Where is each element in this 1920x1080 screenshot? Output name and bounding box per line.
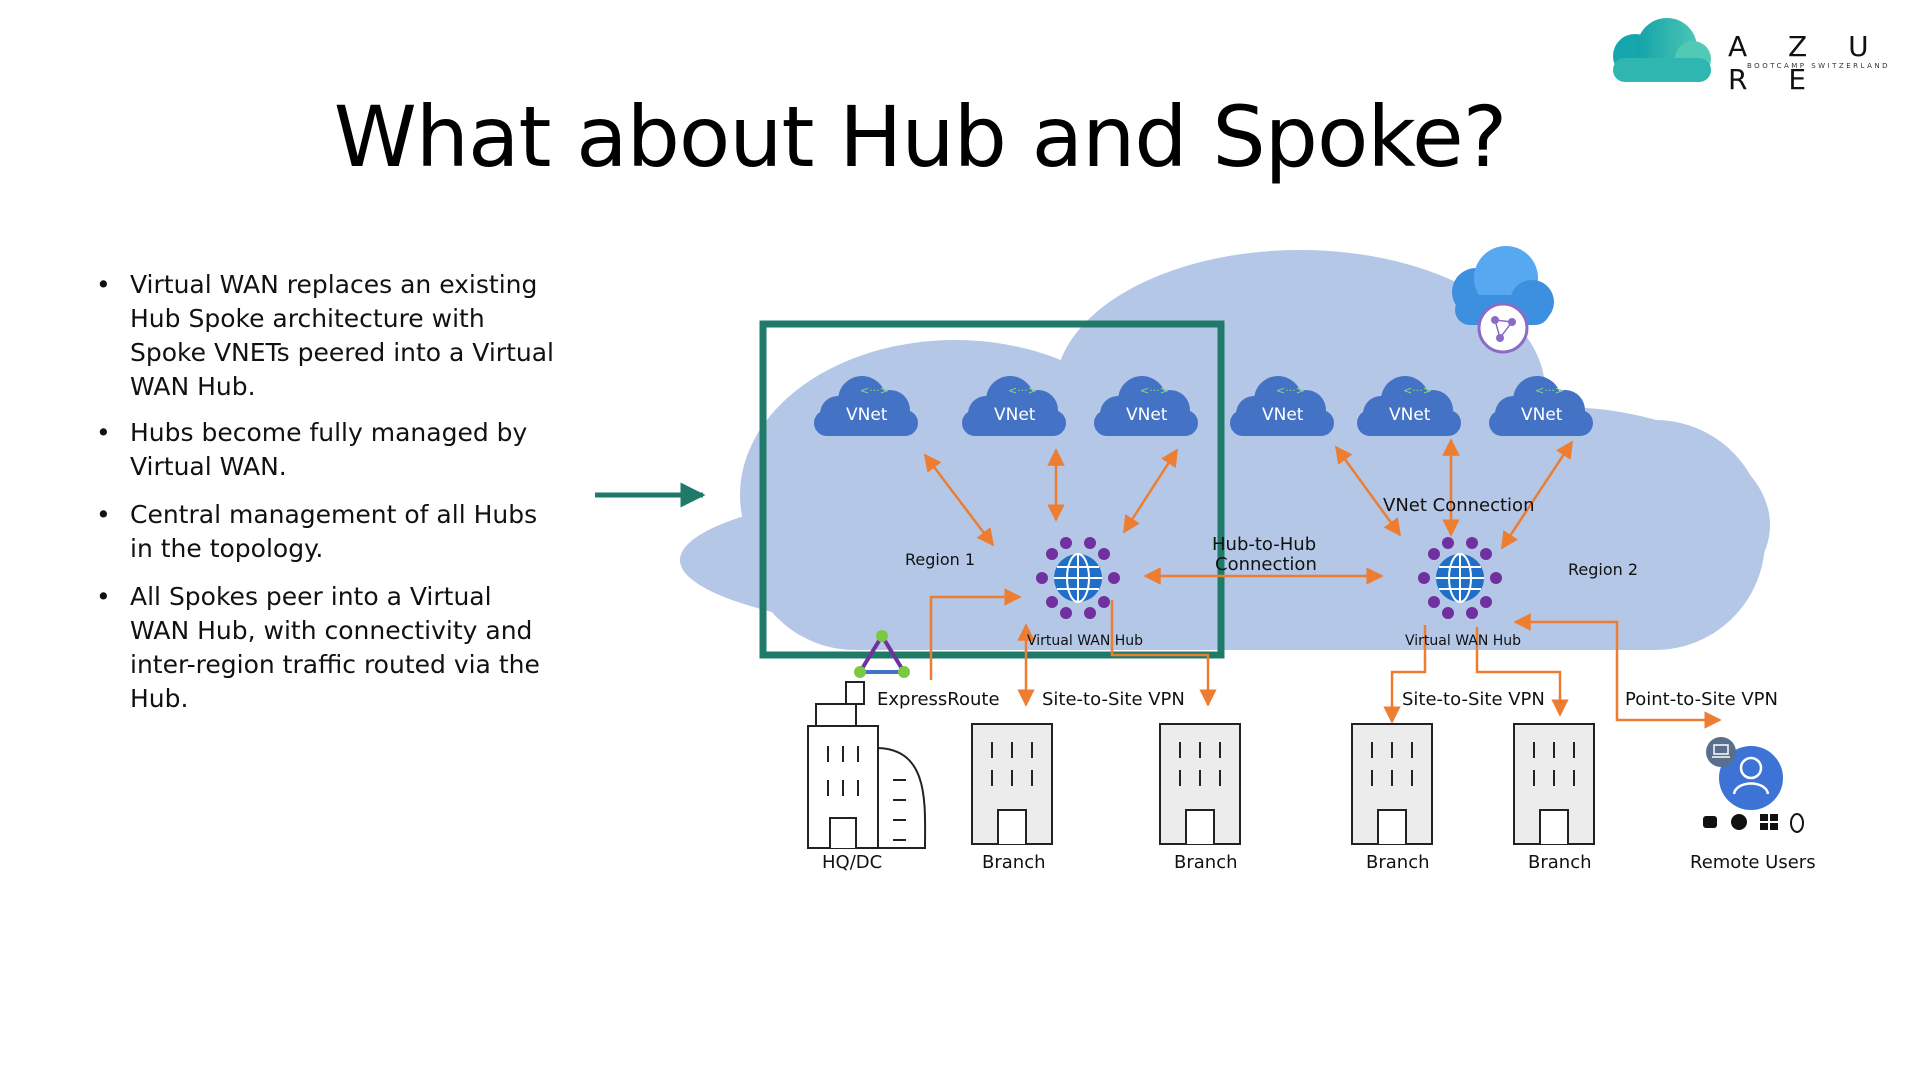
svg-text:VNet: VNet <box>1521 405 1563 425</box>
hq-dc-label: HQ/DC <box>822 852 882 873</box>
hub2-label: Virtual WAN Hub <box>1405 633 1521 649</box>
branch-building-icon <box>1159 723 1241 845</box>
remote-user-icon <box>1706 737 1783 810</box>
azure-cloud-background <box>680 250 1770 650</box>
point-to-site-label: Point-to-Site VPN <box>1625 689 1778 710</box>
android-icon <box>1703 816 1717 828</box>
cloud-logo-icon <box>1613 18 1711 82</box>
apple-icon <box>1731 814 1747 830</box>
branch-building-icon <box>1351 723 1433 845</box>
bullet-item: Central management of all Hubs in the to… <box>96 498 556 566</box>
expressroute-icon <box>854 630 910 678</box>
branch-building-icon <box>971 723 1053 845</box>
hq-dc-building-icon <box>807 681 927 849</box>
branch-label: Branch <box>1174 852 1238 873</box>
slide-title: What about Hub and Spoke? <box>333 88 1508 186</box>
linux-icon <box>1790 813 1804 833</box>
hub-to-hub-label-line2: Connection <box>1215 554 1317 575</box>
azure-bootcamp-logo: A Z U R E BOOTCAMP SWITZERLAND <box>1605 12 1915 96</box>
bullet-item: Hubs become fully managed by Virtual WAN… <box>96 416 556 484</box>
hub-to-hub-label: Hub-to-Hub <box>1212 534 1316 555</box>
bullet-item: All Spokes peer into a Virtual WAN Hub, … <box>96 580 556 716</box>
region2-label: Region 2 <box>1568 560 1638 579</box>
region1-highlight-box <box>759 320 1225 659</box>
vnet-connection-label: VNet Connection <box>1383 495 1534 516</box>
branch-label: Branch <box>1528 852 1592 873</box>
vnet-icon: VNet <box>1094 376 1198 436</box>
remote-users-label: Remote Users <box>1690 852 1816 873</box>
virtual-wan-service-icon <box>1452 246 1554 354</box>
vnet-icon: VNet <box>1357 376 1461 436</box>
logo-wordmark: A Z U R E <box>1728 30 1885 96</box>
windows-icon <box>1760 814 1778 830</box>
logo-subtitle: BOOTCAMP SWITZERLAND <box>1747 62 1890 70</box>
vnet-icon: VNet <box>1489 376 1593 436</box>
svg-text:VNet: VNet <box>1262 405 1304 425</box>
vnet-icon: VNet <box>1230 376 1334 436</box>
region1-label: Region 1 <box>905 550 975 569</box>
svg-text:VNet: VNet <box>1126 405 1168 425</box>
branch-label: Branch <box>982 852 1046 873</box>
branch-building-icon <box>1513 723 1595 845</box>
bullet-item: Virtual WAN replaces an existing Hub Spo… <box>96 268 556 404</box>
svg-text:VNet: VNet <box>1389 405 1431 425</box>
branch-label: Branch <box>1366 852 1430 873</box>
vnet-icon: VNet <box>962 376 1066 436</box>
site-to-site-label: Site-to-Site VPN <box>1042 689 1185 710</box>
site-to-site-label: Site-to-Site VPN <box>1402 689 1545 710</box>
svg-text:VNet: VNet <box>846 405 888 425</box>
connection-arrows <box>923 438 1722 729</box>
os-platform-icons <box>1703 813 1804 833</box>
svg-text:VNet: VNet <box>994 405 1036 425</box>
vnet-icon: VNet <box>814 376 918 436</box>
hub1-label: Virtual WAN Hub <box>1027 633 1143 649</box>
expressroute-label: ExpressRoute <box>877 689 1000 710</box>
